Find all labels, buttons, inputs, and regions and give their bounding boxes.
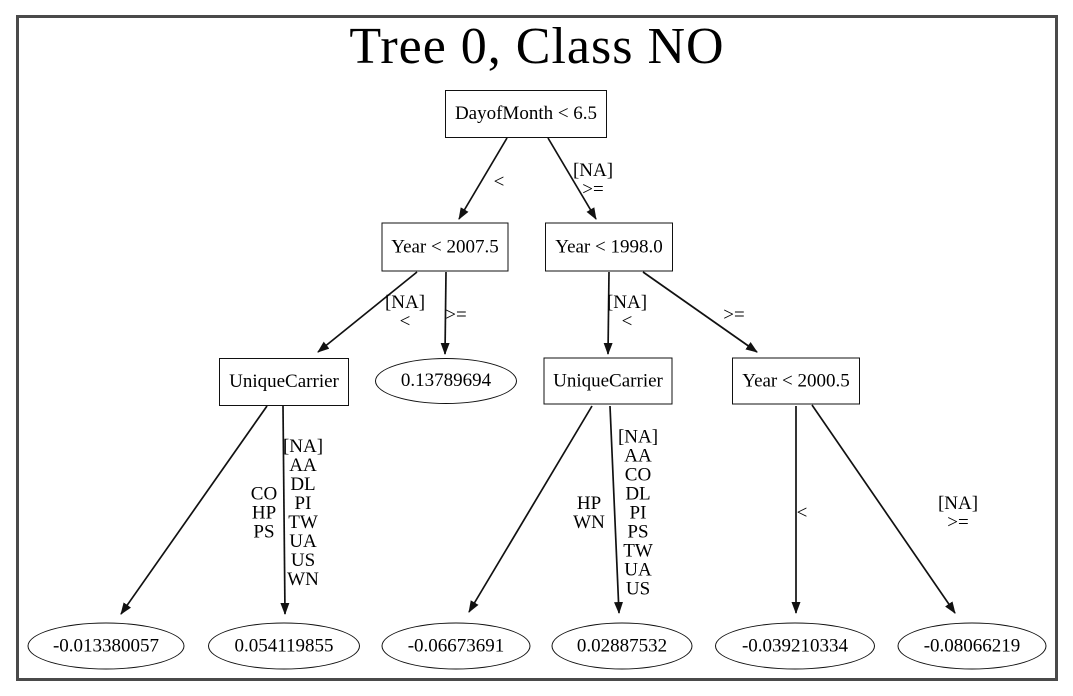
edge-carrier-left-r <box>280 405 290 615</box>
edge-label-y2007-left: [NA] < <box>384 292 426 332</box>
edge-label-carrier-left-r: [NA] AA DL PI TW UA US WN <box>282 436 324 590</box>
leaf-0-054119855: 0.054119855 <box>208 622 360 670</box>
edge-label-carrier-mid-r: [NA] AA CO DL PI PS TW UA US <box>617 426 659 600</box>
plot-title: Tree 0, Class NO <box>349 17 725 75</box>
node-year-lt-2000-5: Year < 2000.5 <box>732 357 860 405</box>
edge-label-y1998-left: [NA] < <box>606 292 648 332</box>
edge-carrier-left-l <box>120 405 268 615</box>
leaf-0-13789694: 0.13789694 <box>375 358 517 404</box>
edge-carrier-mid-r <box>609 405 624 614</box>
leaf-neg-0-06673691: -0.06673691 <box>381 622 531 670</box>
edge-label-y2007-right: >= <box>445 304 467 326</box>
node-year-lt-1998-0: Year < 1998.0 <box>545 222 673 272</box>
node-unique-carrier-mid: UniqueCarrier <box>543 357 673 405</box>
edge-root-right <box>547 137 597 220</box>
edge-label-carrier-mid-l: HP WN <box>573 493 605 533</box>
edge-root-left <box>458 137 508 220</box>
edge-y1998-left <box>603 271 613 355</box>
edge-carrier-mid-l <box>468 405 593 613</box>
edge-label-y1998-right: >= <box>723 304 745 326</box>
leaf-neg-0-039210334: -0.039210334 <box>715 622 875 670</box>
edge-label-root-right: [NA] >= <box>572 160 614 200</box>
node-year-lt-2007-5: Year < 2007.5 <box>381 222 509 272</box>
edge-y1998-right <box>642 271 758 353</box>
edge-y2007-left <box>317 271 418 353</box>
node-unique-carrier-left: UniqueCarrier <box>219 358 349 406</box>
leaf-neg-0-08066219: -0.08066219 <box>897 622 1047 670</box>
leaf-neg-0-013380057: -0.013380057 <box>27 622 185 670</box>
node-root: DayofMonth < 6.5 <box>445 90 607 138</box>
leaf-0-02887532: 0.02887532 <box>551 622 693 670</box>
edge-label-y2000-right: [NA] >= <box>937 493 979 533</box>
edge-label-y2000-left: < <box>796 502 808 524</box>
edge-y2007-right <box>440 271 450 355</box>
edge-label-root-left: < <box>493 171 505 193</box>
plot-border <box>16 15 1058 681</box>
edge-y2000-right <box>811 404 956 614</box>
edge-label-carrier-left-l: CO HP PS <box>250 483 278 543</box>
